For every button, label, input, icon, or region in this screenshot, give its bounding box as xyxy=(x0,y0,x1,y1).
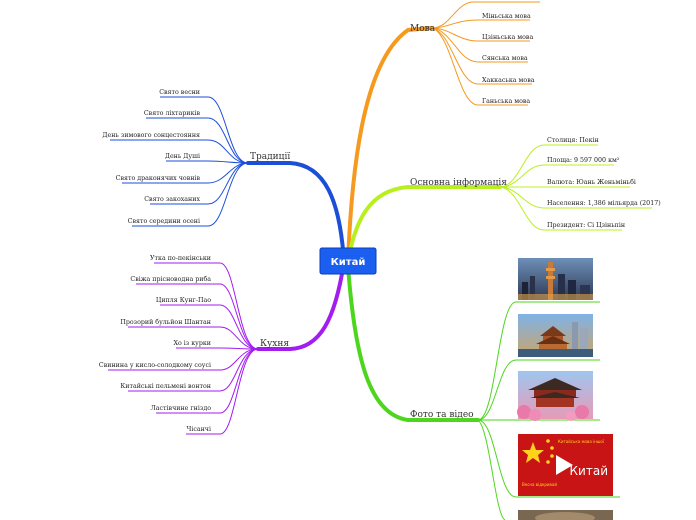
leaf-cuisine-3[interactable]: Ципля Кунг-Пао xyxy=(156,297,211,304)
leaf-tradition-6[interactable]: Свято закоханих xyxy=(144,196,200,203)
leaf-cuisine-5[interactable]: Хо із курки xyxy=(173,340,211,347)
leaf-cuisine-8[interactable]: Ластівчине гніздо xyxy=(151,405,212,412)
root-label: Китай xyxy=(331,257,366,268)
branch-traditions-label[interactable]: Традиції xyxy=(250,152,290,162)
leaf-info-area[interactable]: Площа: 9 597 000 км² xyxy=(547,157,620,164)
video-china[interactable]: Китайська мова іншої Китай Весна відкрив… xyxy=(518,434,613,496)
video-top-caption: Китайська мова іншої xyxy=(558,439,605,444)
branch-media-label[interactable]: Фото та відео xyxy=(410,410,474,420)
leaf-info-president[interactable]: Президент: Сі Цзіньпін xyxy=(547,222,625,229)
leaf-tradition-4[interactable]: День Душі xyxy=(165,153,200,160)
photo-skyline[interactable] xyxy=(518,258,593,300)
connector-cuisine xyxy=(258,262,344,349)
leaf-cuisine-4[interactable]: Прозорий бульйон Шантан xyxy=(120,319,211,326)
leaf-cuisine-2[interactable]: Свіжа прісноводна риба xyxy=(130,276,211,283)
leaf-language-1[interactable]: Міньська мова xyxy=(482,13,531,20)
leaf-info-population[interactable]: Населення: 1,386 мільярда (2017) xyxy=(547,200,661,207)
leaf-language-4[interactable]: Хаккаська мова xyxy=(482,77,535,84)
leaf-tradition-5[interactable]: Свято драконячих човнів xyxy=(116,175,201,182)
leaf-tradition-3[interactable]: День зимового сонцестояння xyxy=(102,132,200,139)
leaf-cuisine-9[interactable]: Чісанчі xyxy=(186,426,211,433)
photo-temple-blossoms[interactable] xyxy=(517,371,593,421)
photo-partial[interactable] xyxy=(518,510,613,520)
leaf-language-3[interactable]: Сянська мова xyxy=(482,55,528,62)
leaf-cuisine-6[interactable]: Свинина у кисло-солодкому соусі xyxy=(99,362,211,369)
connector-media xyxy=(348,266,478,420)
video-caption: Китай xyxy=(570,464,608,478)
video-bottom-caption: Весна відкривай xyxy=(522,482,557,487)
branch-language-label[interactable]: Мова xyxy=(410,24,436,34)
photo-pagoda-river[interactable] xyxy=(518,314,593,357)
branch-cuisine-label[interactable]: Кухня xyxy=(260,339,289,349)
leaf-info-currency[interactable]: Валюта: Юань Женьміньбі xyxy=(547,179,636,186)
leaf-info-capital[interactable]: Столиця: Пекін xyxy=(547,137,599,144)
connector-language xyxy=(348,28,432,262)
leaf-language-2[interactable]: Цзіньська мова xyxy=(482,34,533,41)
leaf-cuisine-7[interactable]: Китайські пельмені вонтон xyxy=(120,383,211,390)
branch-info-label[interactable]: Основна інформація xyxy=(410,178,507,188)
leaf-tradition-1[interactable]: Свято весни xyxy=(159,89,200,96)
leaf-tradition-2[interactable]: Свято ліхтариків xyxy=(144,110,201,117)
connector-traditions xyxy=(248,163,344,262)
root-node[interactable]: Китай xyxy=(320,248,376,274)
leaf-tradition-7[interactable]: Свято середини осені xyxy=(128,218,200,225)
leaf-language-5[interactable]: Ганьська мова xyxy=(482,98,530,105)
leaf-cuisine-1[interactable]: Утка по-пекінськи xyxy=(150,255,211,262)
